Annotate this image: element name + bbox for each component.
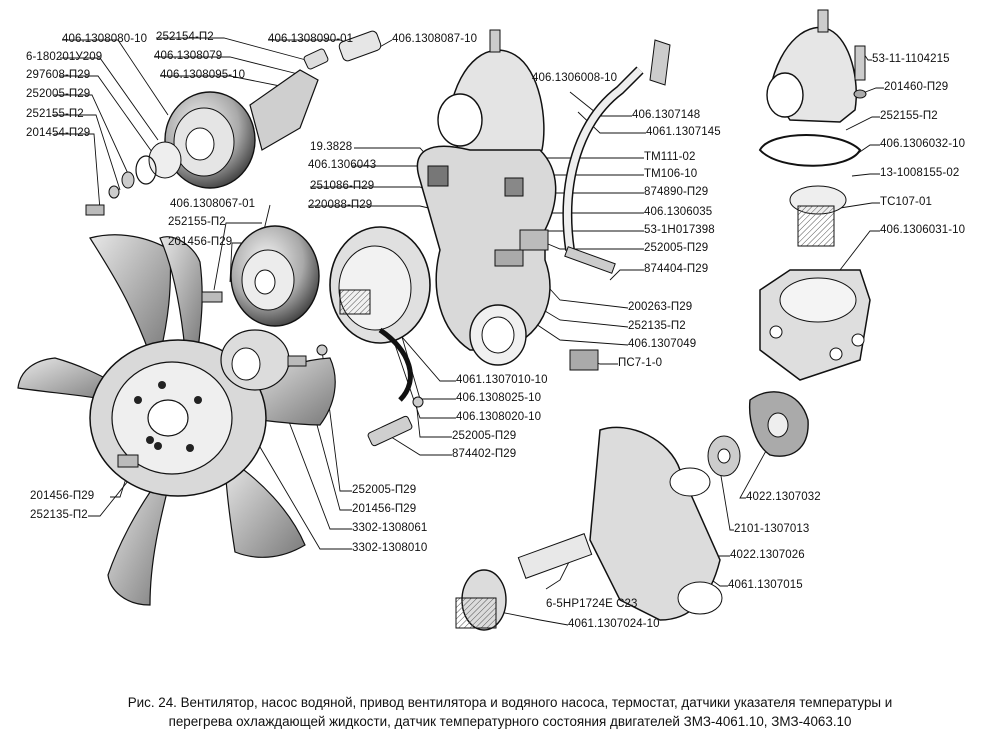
part-label: 252154-П2 — [156, 31, 214, 43]
part-label: 406.1308080-10 — [62, 33, 148, 45]
part-label: 252005-П29 — [352, 484, 417, 496]
part-label: 406.1307148 — [632, 109, 701, 121]
part-label: 406.1306008-10 — [532, 72, 618, 84]
part-label: 13-1008155-02 — [880, 167, 960, 179]
part-label: 874402-П29 — [452, 448, 517, 460]
part-label: 201460-П29 — [884, 81, 949, 93]
part-label: 252155-П2 — [168, 216, 226, 228]
part-label: ТС107-01 — [880, 196, 932, 208]
caption-line-2: перегрева охлаждающей жидкости, датчик т… — [168, 714, 852, 729]
part-label: 252155-П2 — [26, 108, 84, 120]
fan-assembly — [17, 234, 336, 606]
part-label: 406.1306043 — [308, 159, 377, 171]
fan-center-hole — [147, 399, 189, 437]
part-label: 874404-П29 — [644, 263, 709, 275]
part-label: ТМ106-10 — [644, 168, 698, 180]
part-label: 201454-П29 — [26, 127, 91, 139]
fan-drive-pulley — [85, 30, 382, 216]
pump-housing — [416, 29, 671, 371]
fan-blade — [107, 477, 171, 606]
part-label: 252155-П2 — [880, 110, 938, 122]
part-label: 252005-П29 — [644, 242, 709, 254]
part-label: 4061.1307010-10 — [456, 374, 548, 386]
part-label: 4061.1307145 — [646, 126, 721, 138]
fan-blade — [159, 236, 203, 351]
part-label: ТМ111-02 — [644, 151, 696, 163]
part-label: 251086-П29 — [310, 180, 375, 192]
part-label: 252005-П29 — [26, 88, 91, 100]
part-label: 252135-П2 — [628, 320, 686, 332]
part-label: 201456-П29 — [30, 490, 95, 502]
part-label: 53-11-1104215 — [872, 53, 950, 65]
part-label: 252005-П29 — [452, 430, 517, 442]
part-label: 406.1306032-10 — [880, 138, 966, 150]
part-label: 406.1306035 — [644, 206, 713, 218]
part-label: 4022.1307032 — [746, 491, 821, 503]
part-label: 201456-П29 — [352, 503, 417, 515]
part-label: 200263-П29 — [628, 301, 693, 313]
part-label: 406.1308095-10 — [160, 69, 246, 81]
part-label: 4061.1307024-10 — [568, 618, 660, 630]
part-label: 406.1308090-01 — [268, 33, 354, 45]
part-label: 6-180201У209 — [26, 51, 103, 63]
part-label: 19.3828 — [310, 141, 353, 153]
part-label: ПС7-1-0 — [618, 357, 663, 369]
part-label: 406.1307049 — [628, 338, 697, 350]
part-label: 4061.1307015 — [728, 579, 803, 591]
pump-body — [455, 391, 809, 631]
pump-pulleys — [201, 225, 431, 447]
part-label: 4022.1307026 — [730, 549, 805, 561]
part-label: 406.1308079 — [154, 50, 223, 62]
fan-blade — [89, 234, 172, 356]
part-label: 406.1308087-10 — [392, 33, 478, 45]
thermostat-parts — [758, 9, 871, 381]
part-label: 6-5НР1724Е С23 — [546, 598, 638, 610]
part-label: 874890-П29 — [644, 186, 709, 198]
part-label: 406.1308020-10 — [456, 411, 542, 423]
part-label: 406.1308067-01 — [170, 198, 256, 210]
figure-caption: Рис. 24. Вентилятор, насос водяной, прив… — [30, 693, 990, 731]
part-label: 3302-1308061 — [352, 522, 428, 534]
part-label: 3302-1308010 — [352, 542, 428, 554]
part-label: 406.1308025-10 — [456, 392, 542, 404]
part-label: 2101-1307013 — [734, 523, 810, 535]
fan-blade — [17, 357, 119, 401]
exploded-parts-drawing — [17, 9, 884, 631]
fan-blade — [224, 459, 306, 558]
part-label: 201456-П29 — [168, 236, 233, 248]
caption-line-1: Рис. 24. Вентилятор, насос водяной, прив… — [127, 695, 893, 710]
part-label: 252135-П2 — [30, 509, 88, 521]
part-label: 53-1Н017398 — [644, 224, 715, 236]
part-label: 297608-П29 — [26, 69, 91, 81]
part-label: 220088-П29 — [308, 199, 373, 211]
part-label: 406.1306031-10 — [880, 224, 966, 236]
